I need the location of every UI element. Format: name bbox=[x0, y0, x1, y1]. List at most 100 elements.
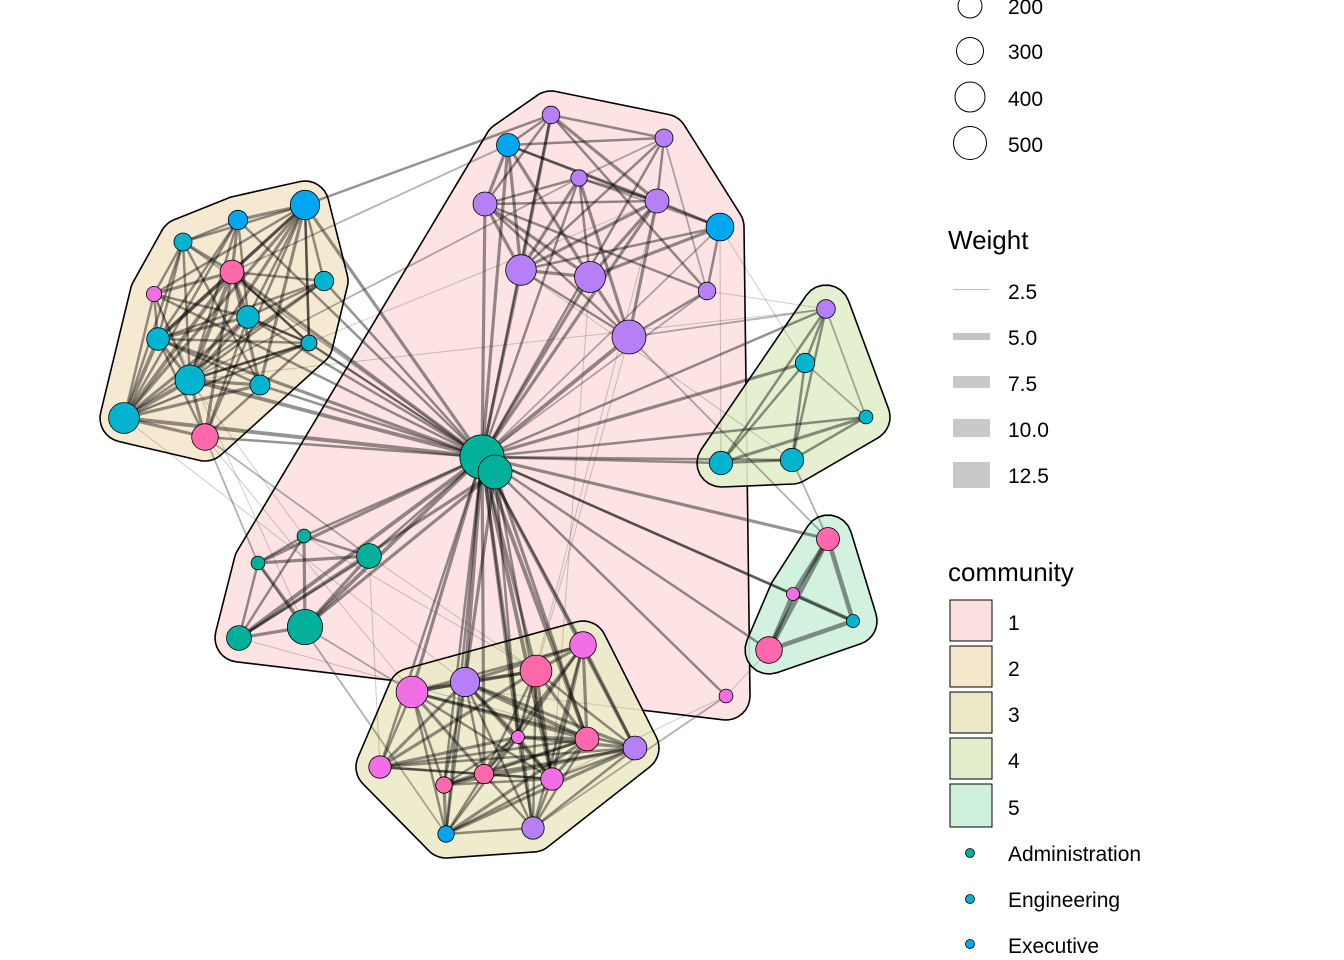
edge bbox=[188, 341, 311, 382]
graph-node bbox=[300, 334, 318, 352]
edge bbox=[442, 777, 554, 787]
graph-node bbox=[816, 527, 840, 551]
graph-node bbox=[473, 763, 495, 785]
edge bbox=[480, 455, 830, 541]
edge bbox=[480, 455, 795, 596]
edge bbox=[258, 383, 484, 459]
edge bbox=[480, 455, 637, 750]
size-key-200 bbox=[957, 0, 983, 19]
graph-node bbox=[816, 299, 836, 319]
community-label-2: 2 bbox=[1008, 658, 1020, 681]
edge bbox=[480, 455, 554, 781]
edge bbox=[550, 643, 585, 781]
edge bbox=[493, 470, 554, 781]
community-legend-title: community bbox=[948, 557, 1074, 587]
edge bbox=[442, 455, 484, 787]
edge bbox=[230, 270, 311, 345]
community-label-5: 5 bbox=[1008, 797, 1020, 820]
community-key-2 bbox=[949, 645, 993, 688]
graph-node bbox=[145, 285, 162, 302]
graph-node bbox=[356, 543, 382, 569]
edge bbox=[410, 690, 554, 781]
edge bbox=[444, 826, 535, 836]
edge bbox=[480, 361, 807, 459]
edge bbox=[156, 240, 185, 341]
size-label-500: 500 bbox=[1008, 134, 1043, 157]
edge bbox=[122, 292, 156, 420]
edge bbox=[122, 203, 307, 420]
edge bbox=[230, 203, 307, 274]
weight-label-5-0: 5.0 bbox=[1008, 327, 1037, 350]
edge bbox=[519, 225, 722, 272]
graph-node bbox=[786, 587, 800, 601]
edge bbox=[304, 626, 413, 693]
edge bbox=[442, 737, 589, 787]
edge bbox=[517, 200, 658, 738]
edge bbox=[238, 637, 636, 749]
edge bbox=[378, 735, 520, 769]
edge bbox=[531, 746, 637, 830]
edge bbox=[480, 268, 523, 459]
edge bbox=[577, 176, 592, 279]
edges bbox=[122, 113, 868, 836]
edge bbox=[506, 143, 523, 272]
edge bbox=[156, 337, 484, 459]
edge bbox=[410, 690, 486, 776]
edge bbox=[480, 199, 659, 459]
graph-node bbox=[697, 281, 717, 301]
edge bbox=[378, 680, 467, 769]
graph-node bbox=[540, 767, 564, 791]
edge bbox=[378, 737, 589, 769]
size-key-300 bbox=[956, 37, 984, 65]
edge bbox=[790, 361, 807, 462]
edge bbox=[493, 470, 589, 741]
edge bbox=[550, 746, 637, 781]
edge bbox=[480, 455, 589, 741]
edge bbox=[531, 643, 585, 830]
graph-node bbox=[794, 352, 816, 374]
edge bbox=[303, 113, 553, 207]
edge bbox=[189, 308, 827, 381]
edge bbox=[256, 534, 306, 565]
graph-node bbox=[286, 609, 323, 646]
edge bbox=[480, 176, 581, 459]
edge bbox=[549, 113, 709, 293]
edge bbox=[706, 290, 827, 310]
edge bbox=[628, 336, 829, 540]
edge bbox=[122, 416, 484, 459]
edge bbox=[581, 643, 589, 741]
edge bbox=[156, 337, 262, 387]
edge bbox=[483, 202, 631, 339]
edge bbox=[410, 643, 585, 694]
edge bbox=[303, 535, 537, 672]
community-hull-4 bbox=[696, 284, 891, 488]
weight-label-7-5: 7.5 bbox=[1008, 373, 1037, 396]
edge bbox=[551, 276, 591, 780]
edge bbox=[577, 176, 659, 203]
edge bbox=[410, 690, 446, 787]
weight-key-5-0 bbox=[953, 333, 990, 340]
graph-node bbox=[644, 188, 670, 214]
edge bbox=[256, 455, 484, 565]
nodes bbox=[108, 105, 874, 843]
graph-node bbox=[779, 447, 805, 473]
community-hulls bbox=[99, 90, 891, 859]
edge bbox=[549, 113, 666, 140]
edge bbox=[480, 307, 828, 459]
weight-key-7-5 bbox=[953, 376, 990, 388]
edge bbox=[480, 143, 510, 459]
department-label-engineering: Engineering bbox=[1008, 889, 1120, 912]
edge bbox=[368, 555, 381, 768]
edge bbox=[156, 315, 250, 341]
department-label-administration: Administration bbox=[1008, 843, 1141, 866]
edge bbox=[122, 341, 311, 420]
weight-label-10-0: 10.0 bbox=[1008, 419, 1049, 442]
edge bbox=[230, 270, 484, 459]
community-hull-1 bbox=[214, 90, 751, 721]
edge bbox=[237, 561, 260, 640]
edge bbox=[506, 136, 666, 147]
edge bbox=[825, 536, 856, 624]
graph-node bbox=[449, 666, 481, 698]
edge bbox=[481, 290, 708, 458]
